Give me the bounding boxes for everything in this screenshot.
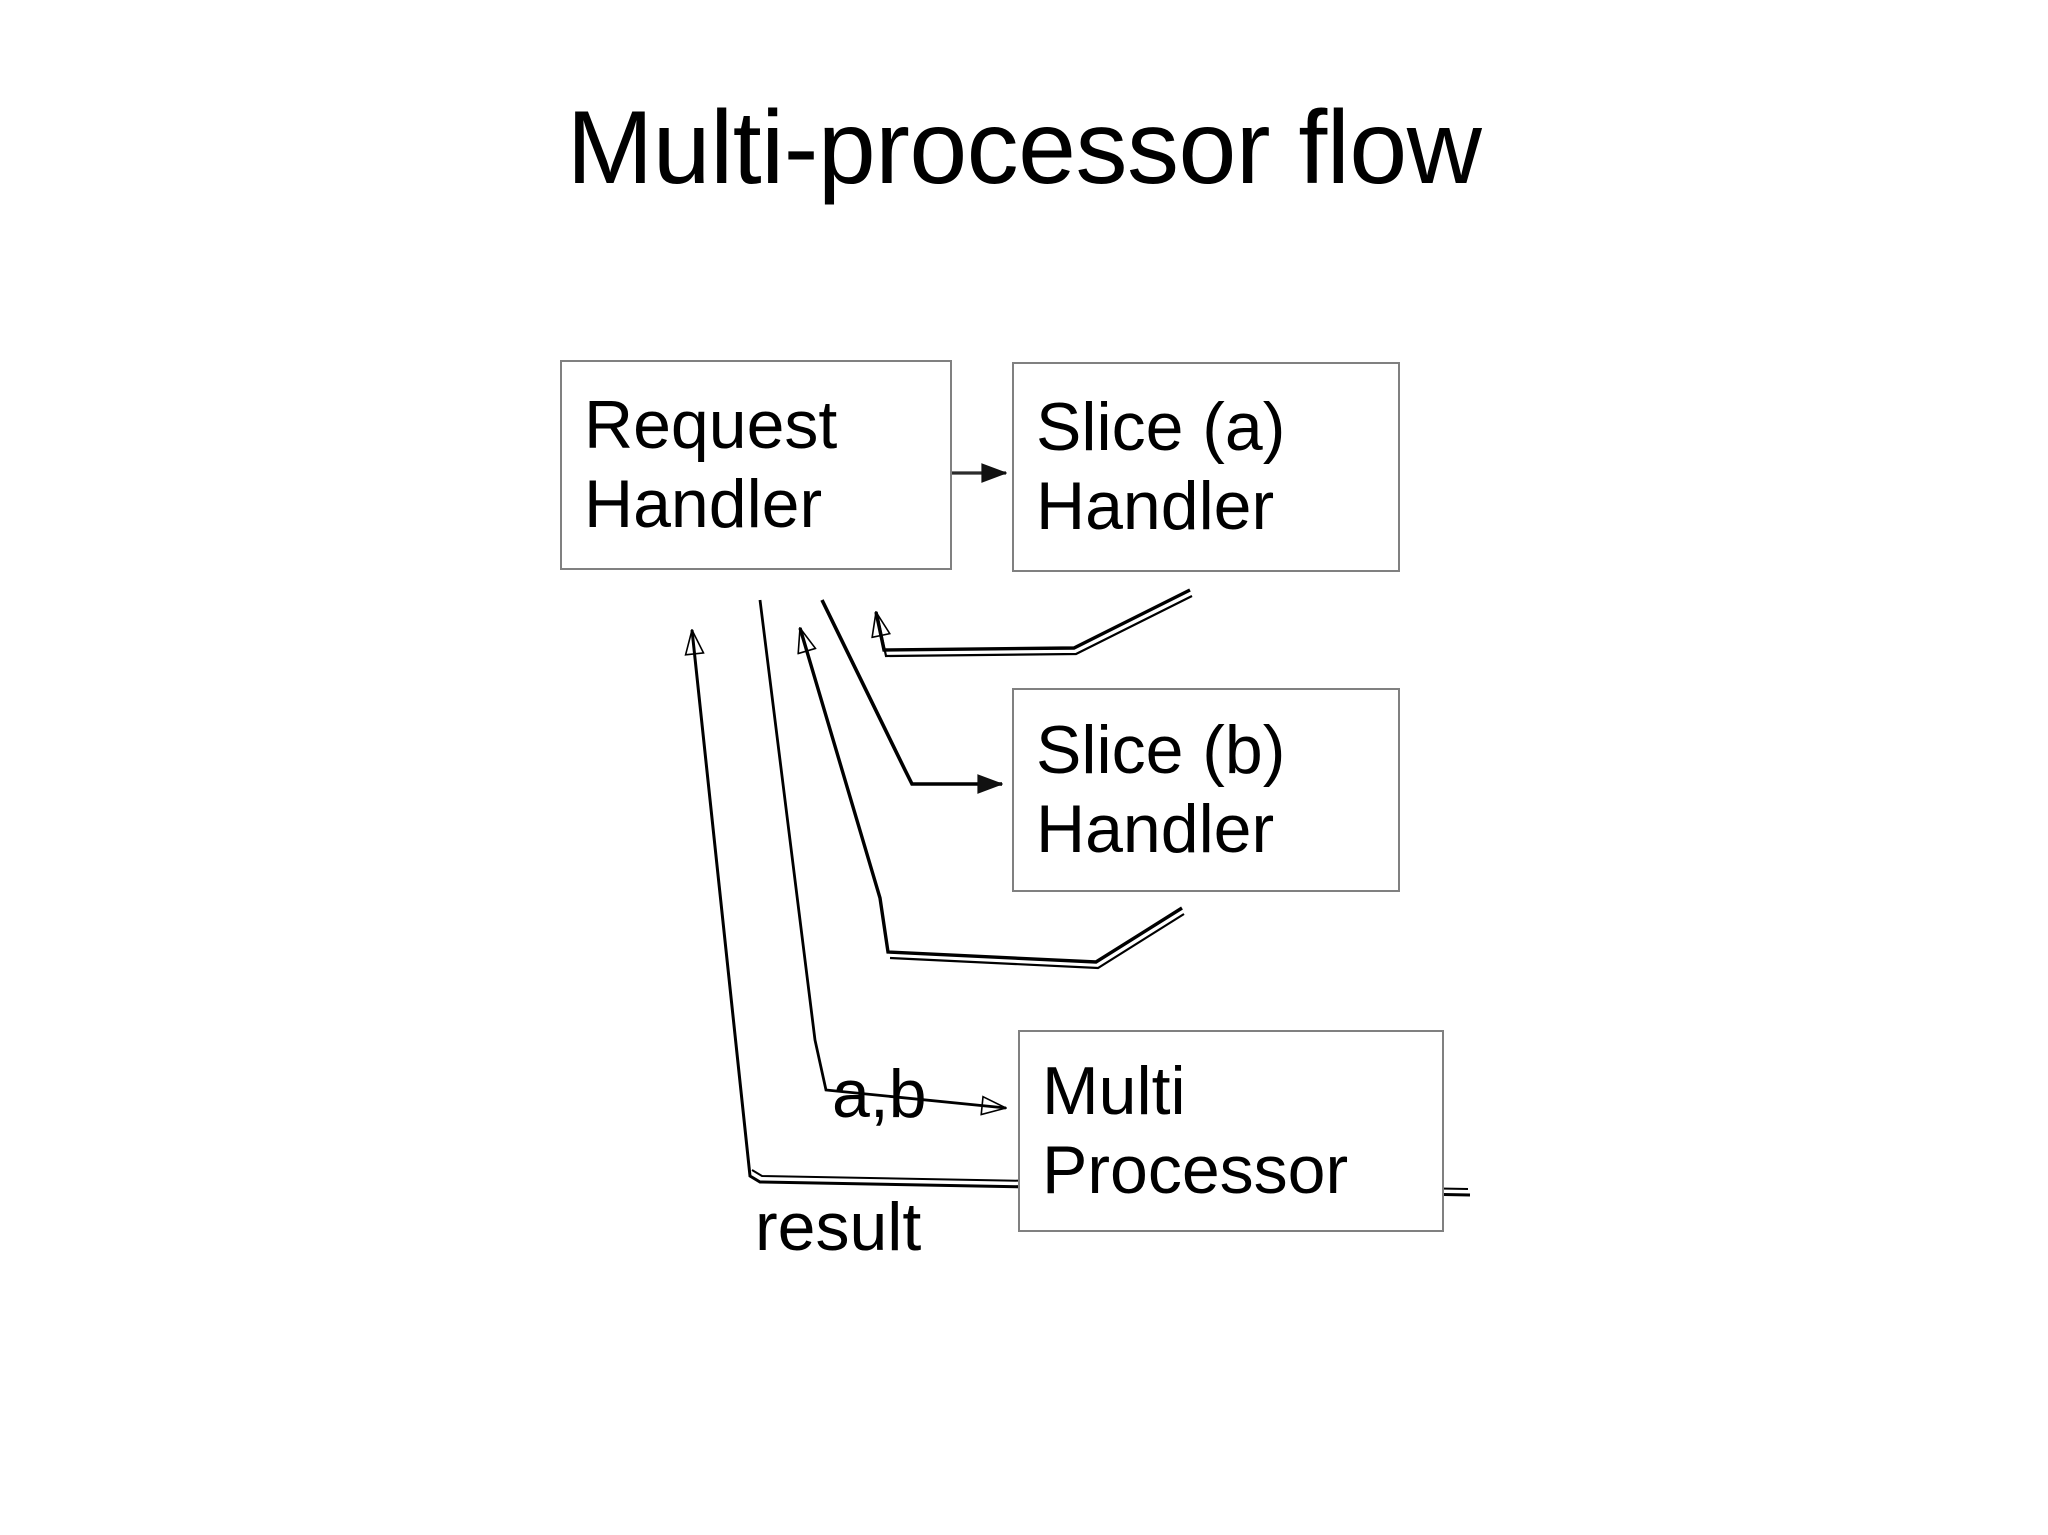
edge-label-result: result [755, 1189, 922, 1265]
node-slice-b-handler-line1: Slice (b) [1036, 712, 1286, 789]
node-slice-a-handler-line2: Handler [1036, 468, 1275, 544]
edge-request-to-slice-b [820, 599, 1002, 784]
node-multi-processor[interactable]: Multi Processor [1018, 1030, 1444, 1232]
node-slice-b-handler-line2: Handler [1036, 791, 1275, 867]
node-request-handler[interactable]: Request Handler [560, 360, 952, 570]
edge-slice-a-to-request-shadow [876, 595, 1193, 658]
edge-request-to-multiprocessor [758, 599, 1006, 1108]
node-slice-b-handler[interactable]: Slice (b) Handler [1012, 688, 1400, 892]
node-multi-processor-line2: Processor [1042, 1132, 1349, 1208]
edge-slice-b-to-request [800, 628, 1183, 964]
node-request-handler-line2: Handler [584, 466, 823, 542]
node-slice-a-handler-line1: Slice (a) [1036, 389, 1286, 466]
node-request-handler-line1: Request [584, 387, 838, 464]
edge-label-a-b: a,b [832, 1056, 927, 1132]
edge-slice-b-to-request-shadow [889, 913, 1185, 970]
page-title: Multi-processor flow [566, 90, 1482, 206]
node-slice-a-handler[interactable]: Slice (a) Handler [1012, 362, 1400, 572]
node-multi-processor-line1: Multi [1042, 1053, 1186, 1130]
